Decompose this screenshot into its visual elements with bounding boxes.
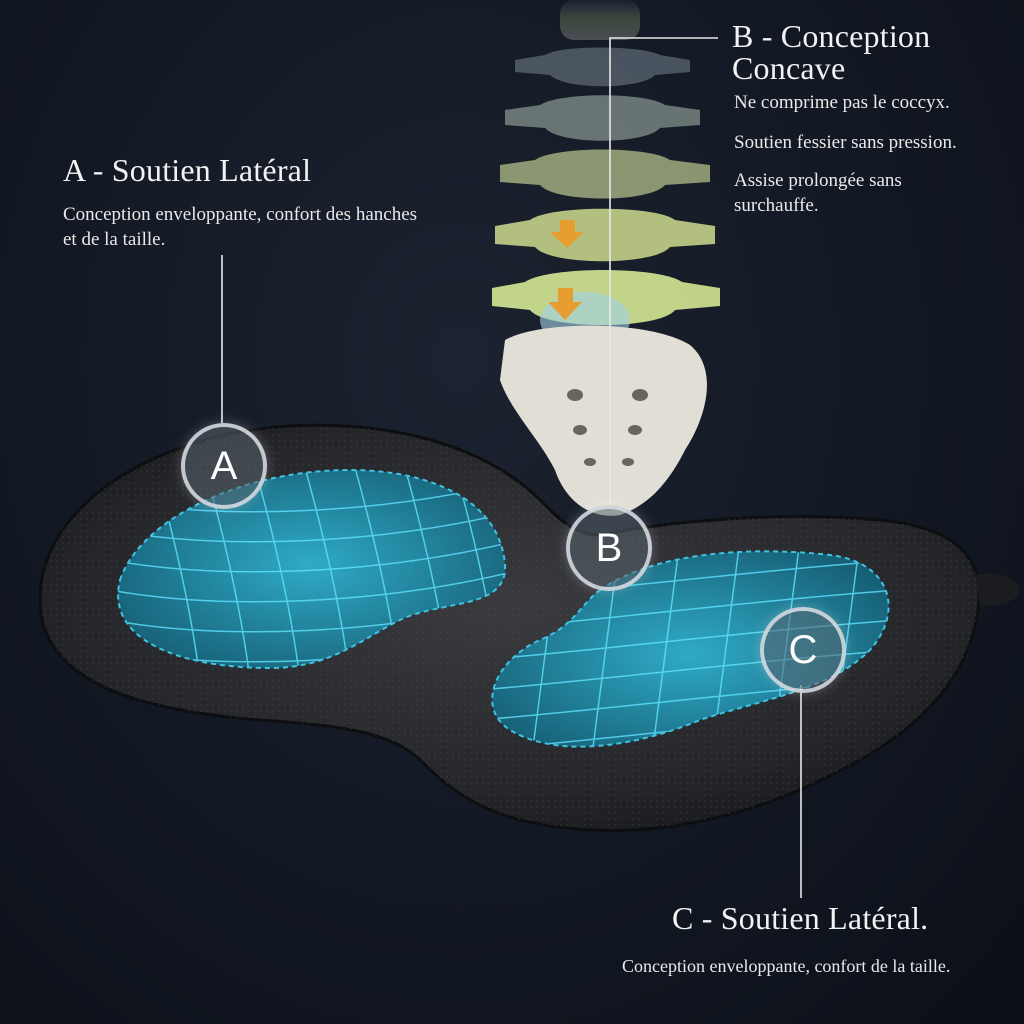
- marker-b: B: [566, 505, 652, 591]
- marker-a: A: [181, 423, 267, 509]
- section-c-title: C - Soutien Latéral.: [672, 900, 929, 936]
- section-b-title-line1: B - Conception: [732, 18, 931, 54]
- section-a-title: A - Soutien Latéral: [63, 152, 312, 188]
- marker-c: C: [760, 607, 846, 693]
- section-b-point-3: Assise prolongée sans surchauffe.: [734, 170, 902, 216]
- section-b-title-line2: Concave: [732, 50, 846, 86]
- pressure-arrow-icon: [550, 220, 584, 248]
- section-b-point-1: Ne comprime pas le coccyx.: [734, 92, 950, 113]
- section-b-title: B - Conception Concave: [732, 20, 930, 84]
- section-b-point-2: Soutien fessier sans pression.: [734, 132, 957, 153]
- section-a-description: Conception enveloppante, confort des han…: [63, 204, 418, 250]
- spine-illustration: [492, 0, 720, 516]
- pressure-arrow-icon: [548, 288, 582, 320]
- leader-line-b: [609, 37, 718, 505]
- section-c-description: Conception enveloppante, confort de la t…: [622, 956, 951, 976]
